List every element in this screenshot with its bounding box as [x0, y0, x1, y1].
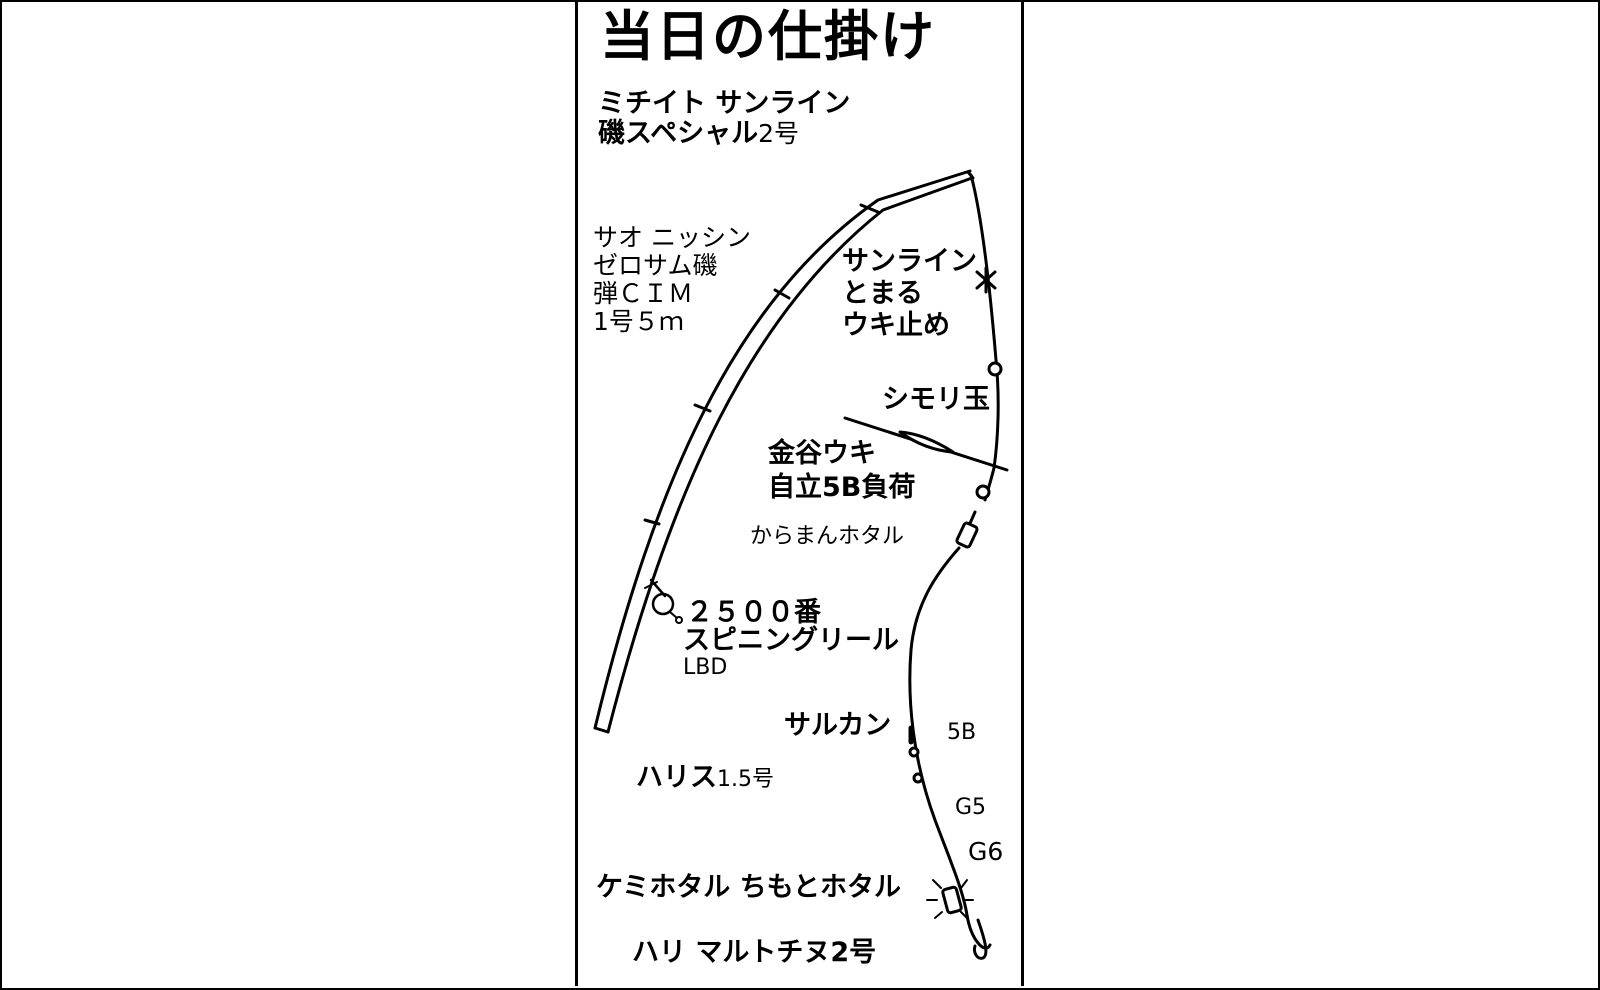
float-label-1: 金谷ウキ [768, 438, 876, 469]
swivel-label: サルカン [784, 710, 892, 741]
float-icon [843, 416, 1009, 472]
karaman-label: からまんホタル [750, 524, 905, 549]
reel-icon [644, 578, 683, 624]
page-title: 当日の仕掛け [600, 5, 936, 68]
float-label-2: 自立5B負荷 [768, 472, 916, 503]
light-label: ケミホタル ちもとホタル [596, 872, 902, 903]
main-line-product: 磯スペシャル [598, 118, 759, 149]
hook-label: ハリ マルトチヌ2号 [632, 937, 877, 968]
swivel-icon [955, 510, 979, 549]
split-shot-icon [912, 772, 924, 784]
stopper-label-2: とまる [842, 278, 923, 309]
shot-g5-label: G5 [955, 795, 987, 820]
rod-label-3: 弾ＣＩＭ [593, 279, 694, 308]
hook-icon [973, 918, 988, 960]
bobber-stopper-icon [975, 266, 997, 294]
main-line [969, 173, 1000, 502]
rod-label-2: ゼロサム磯 [593, 251, 718, 280]
stopper-label-3: ウキ止め [842, 310, 950, 341]
stopper-label-1: サンライン [842, 246, 977, 277]
ring-icon [975, 484, 991, 500]
main-line-label-2: 磯スペシャル2号 [598, 118, 799, 149]
diagram-panel [575, 2, 1024, 986]
split-shot-5b-icon [908, 746, 920, 758]
glow-light-icon [926, 879, 974, 919]
shot-g6-label: G6 [968, 837, 1004, 866]
shot-5b-label: 5B [947, 720, 977, 745]
leader-label-name: ハリス [636, 762, 717, 793]
reel-label-1: ２５００番 [686, 597, 821, 628]
tackle-diagram [593, 169, 1009, 960]
sinker-bead-icon [987, 361, 1003, 377]
bead-label: シモリ玉 [882, 384, 990, 415]
reel-label-3: LBD [683, 655, 728, 680]
leader-label: ハリス1.5号 [636, 762, 774, 793]
reel-label-2: スピニングリール [683, 625, 899, 656]
main-line-size: 2号 [758, 119, 800, 148]
main-line-label-1: ミチイト サンライン [598, 88, 851, 119]
rod-label-1: サオ ニッシン [593, 223, 751, 252]
rod-label-4: 1号５ｍ [593, 307, 684, 336]
leader-label-size: 1.5号 [717, 767, 774, 792]
